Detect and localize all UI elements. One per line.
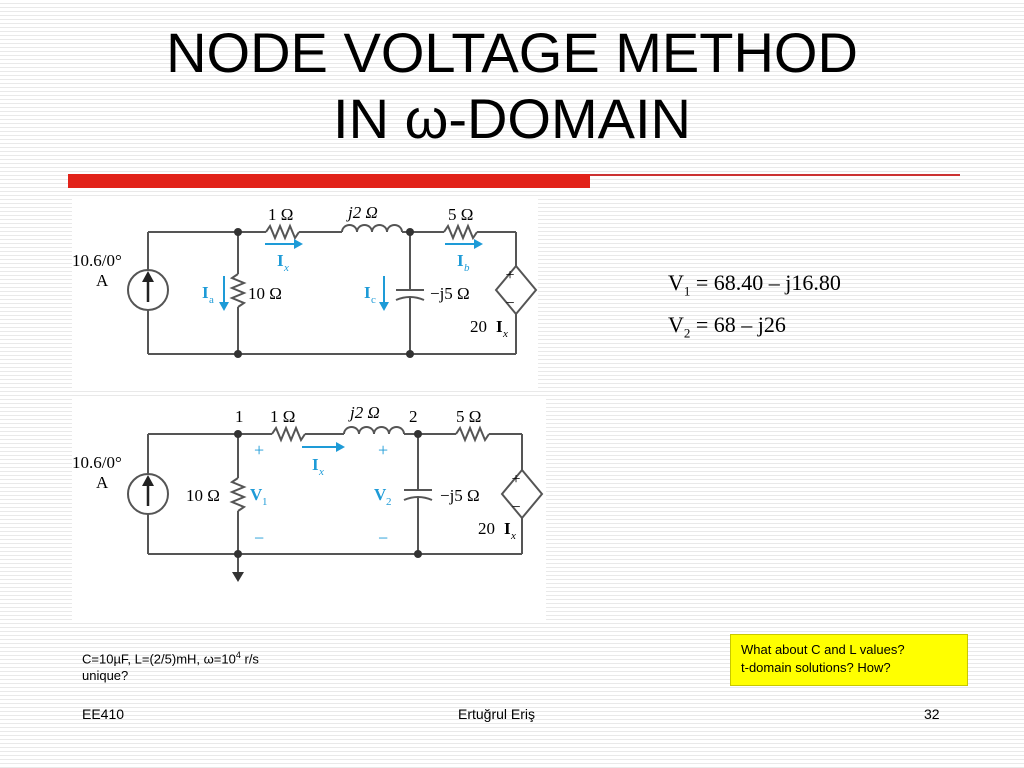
top-source-unit: A <box>96 271 109 290</box>
note-line2: unique? <box>82 668 129 684</box>
bottom-source-unit: A <box>96 473 109 492</box>
footer-course: EE410 <box>82 706 125 722</box>
v2-label: V <box>374 485 387 504</box>
top-capacitor-label: −j5 Ω <box>430 284 470 303</box>
equation-v1: V1 = 68.40 – j16.80 <box>668 270 841 299</box>
node-1-label: 1 <box>235 407 244 426</box>
title-line-2: IN ω-DOMAIN <box>333 87 691 150</box>
note-line1-exp: 4 <box>235 650 241 660</box>
top-dep-gain: 20 <box>470 317 487 336</box>
bottom-ix-label: I <box>312 455 319 474</box>
bottom-dep-gain: 20 <box>478 519 495 538</box>
top-r2-label: 10 Ω <box>248 284 282 303</box>
v2-sub: 2 <box>386 496 392 508</box>
circuit-bottom-diagram: 1 2 10.6/0° A 1 Ω j2 Ω 5 Ω 10 Ω −j5 Ω + … <box>72 403 544 582</box>
top-ix-label: I <box>277 251 284 270</box>
bottom-ix-sub: x <box>318 466 324 478</box>
callout-line2: t-domain solutions? How? <box>741 660 891 675</box>
v1-label: V <box>250 485 263 504</box>
top-dep-current: I <box>496 317 503 336</box>
note-line1-prefix: C=10µF, L=(2/5)mH, ω=10 <box>82 651 236 667</box>
eq-v2-label: V <box>668 312 684 337</box>
question-callout: What about C and L values? t-domain solu… <box>730 634 968 686</box>
top-ic-label: I <box>364 283 371 302</box>
callout-line1: What about C and L values? <box>741 642 905 657</box>
bottom-dep-plus: + <box>511 471 520 488</box>
equation-v2: V2 = 68 – j26 <box>668 312 786 341</box>
top-inductor-label: j2 Ω <box>346 203 378 222</box>
eq-v2-value: = 68 – j26 <box>695 312 786 337</box>
node-2-label: 2 <box>409 407 418 426</box>
component-note: C=10µF, L=(2/5)mH, ω=104 r/s unique? <box>82 647 259 684</box>
title-accent-bar <box>68 174 590 188</box>
eq-v1-sub: 1 <box>683 283 691 299</box>
bottom-r2-label: 10 Ω <box>186 486 220 505</box>
top-ia-label: I <box>202 283 209 302</box>
eq-v1-label: V <box>668 270 684 295</box>
top-dep-minus: − <box>505 295 514 312</box>
footer-author: Ertuğrul Eriş <box>458 706 536 722</box>
v1-minus: − <box>254 528 264 548</box>
top-source-value: 10.6/0° <box>72 251 122 270</box>
v2-minus: − <box>378 528 388 548</box>
top-ia-sub: a <box>209 294 214 306</box>
top-dep-plus: + <box>505 267 514 284</box>
bottom-capacitor-label: −j5 Ω <box>440 486 480 505</box>
eq-v2-sub: 2 <box>683 325 691 341</box>
top-r3-label: 5 Ω <box>448 205 473 224</box>
note-line1-suffix: r/s <box>240 651 259 667</box>
bottom-dep-current-sub: x <box>510 530 516 542</box>
bottom-r1-label: 1 Ω <box>270 407 295 426</box>
circuit-bottom-panel: 1 2 10.6/0° A 1 Ω j2 Ω 5 Ω 10 Ω −j5 Ω + … <box>72 398 546 620</box>
top-ix-sub: x <box>283 262 289 274</box>
bottom-r3-label: 5 Ω <box>456 407 481 426</box>
bottom-dep-current: I <box>504 519 511 538</box>
title-accent-line <box>590 174 960 176</box>
top-ic-sub: c <box>371 294 376 306</box>
slide-title: NODE VOLTAGE METHOD IN ω-DOMAIN <box>0 20 1024 152</box>
top-ib-sub: b <box>464 262 470 274</box>
circuit-top-diagram: 10.6/0° A 1 Ω j2 Ω 5 Ω 10 Ω −j5 Ω + − 20… <box>72 203 538 358</box>
top-r1-label: 1 Ω <box>268 205 293 224</box>
bottom-source-value: 10.6/0° <box>72 453 122 472</box>
v1-sub: 1 <box>262 496 268 508</box>
v2-plus: + <box>378 440 388 460</box>
eq-v1-value: = 68.40 – j16.80 <box>695 270 841 295</box>
ground-icon <box>232 572 244 582</box>
bottom-inductor-label: j2 Ω <box>348 403 380 422</box>
top-ib-label: I <box>457 251 464 270</box>
footer-page-number: 32 <box>924 706 940 722</box>
title-line-1: NODE VOLTAGE METHOD <box>166 21 858 84</box>
circuit-top-panel: 10.6/0° A 1 Ω j2 Ω 5 Ω 10 Ω −j5 Ω + − 20… <box>72 198 538 390</box>
top-dep-current-sub: x <box>502 328 508 340</box>
bottom-dep-minus: − <box>511 499 520 516</box>
v1-plus: + <box>254 440 264 460</box>
